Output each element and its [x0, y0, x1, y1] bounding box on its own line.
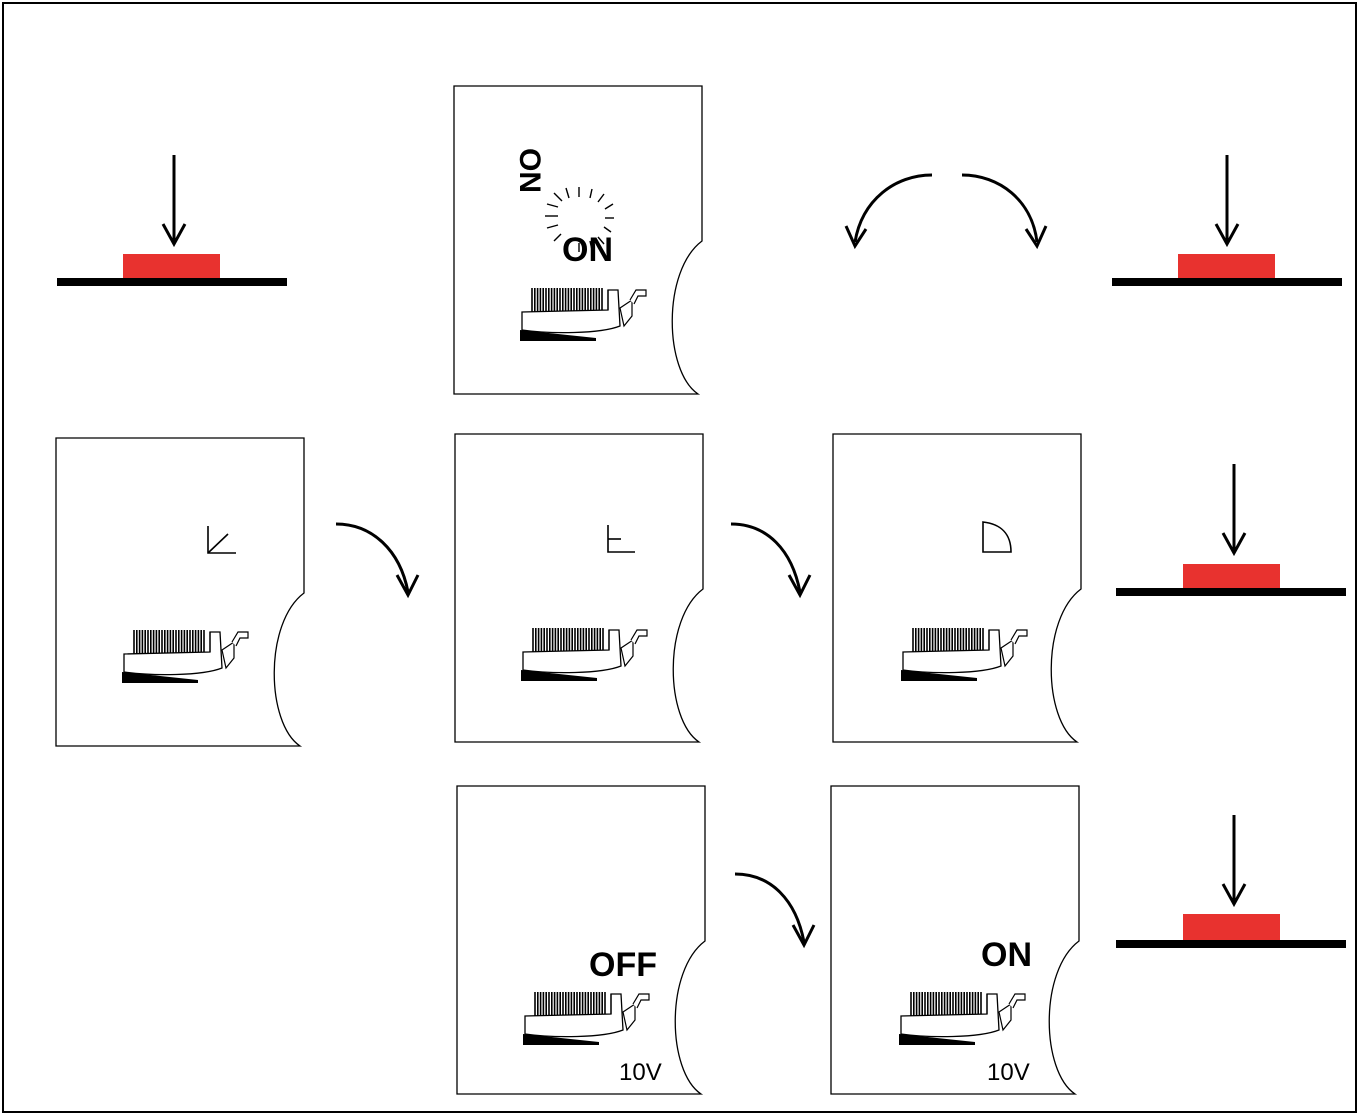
- panel-right-angle: [454, 433, 704, 743]
- voltage-label: 10V: [987, 1059, 1030, 1086]
- press-button-icon: [1183, 914, 1280, 940]
- swing-arrows-icon: [844, 173, 1048, 250]
- curved-arrow-icon: [730, 522, 812, 599]
- curved-arrow-icon: [335, 522, 420, 599]
- press-button-step-2: [1112, 155, 1342, 286]
- on-label: ON: [981, 936, 1032, 974]
- panel-on: ON 10V: [830, 785, 1080, 1095]
- press-button-step-3: [1116, 464, 1346, 596]
- panel-power-on: ON ON: [453, 85, 703, 395]
- press-button-icon: [1183, 564, 1280, 588]
- press-button-step-1: [57, 155, 287, 286]
- right-angle-icon: [607, 525, 635, 553]
- panel-off: OFF 10V: [456, 785, 706, 1095]
- power-on-label: ON: [562, 231, 613, 269]
- curved-arrow-icon: [734, 872, 816, 949]
- press-button-icon: [123, 254, 220, 278]
- panel-quarter-circle: [832, 433, 1082, 743]
- press-button-step-4: [1116, 815, 1346, 948]
- angle-icon: [207, 526, 236, 554]
- sparkle-icon: [545, 187, 614, 252]
- flipped-on-label: ON: [513, 148, 546, 193]
- quarter-circle-icon: [982, 521, 1012, 553]
- off-label: OFF: [589, 946, 657, 984]
- panel-angle: [55, 437, 305, 747]
- press-button-icon: [1178, 254, 1275, 278]
- voltage-label: 10V: [619, 1059, 662, 1086]
